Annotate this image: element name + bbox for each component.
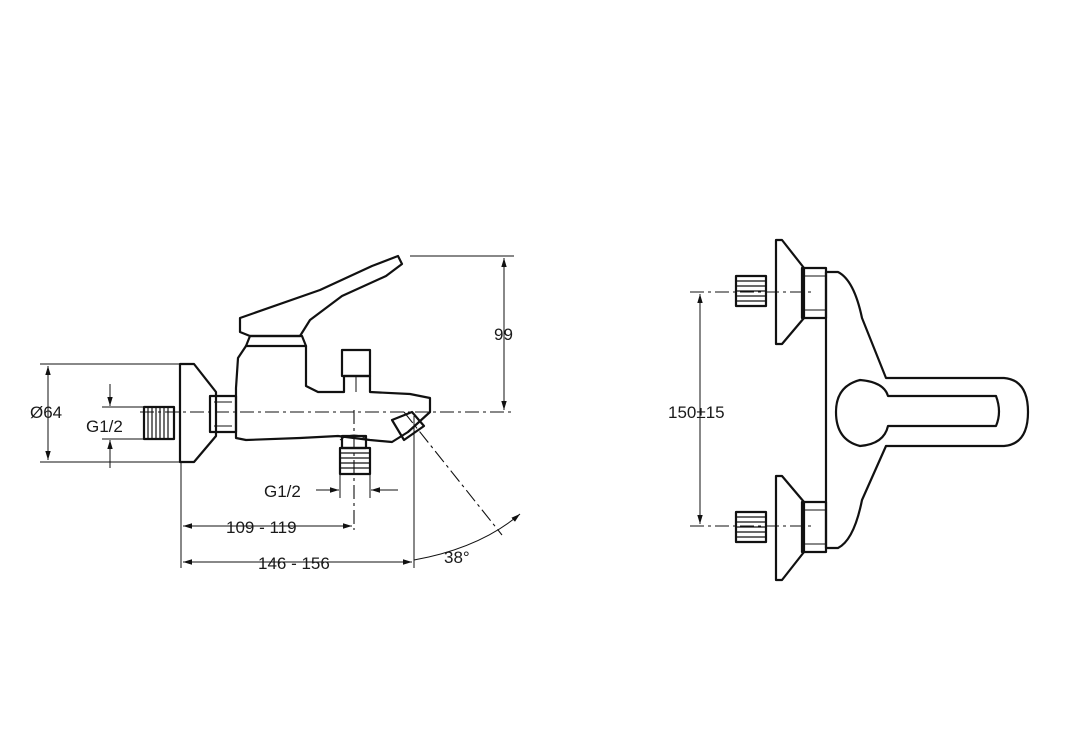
diverter-knob [340,348,372,378]
depth-long-label: 146 - 156 [258,554,330,573]
outlet-thread-label: G1/2 [264,482,301,501]
diameter-dimension-label: Ø64 [30,403,62,422]
side-view: 99 Ø64 G1/2 G1/2 109 - 119 146 - 156 38° [30,254,521,573]
front-view: 150±15 [668,238,1030,582]
inlet-connector [142,405,176,441]
front-lever [834,378,1001,448]
spacing-dimension-label: 150±15 [668,403,725,422]
spout-axis [403,411,503,536]
depth-short-label: 109 - 119 [226,518,297,537]
outlet-connector [338,434,372,476]
upper-inlet-assembly [734,238,828,346]
inlet-thread-label: G1/2 [86,417,123,436]
height-dimension-label: 99 [494,325,513,344]
spout-tip [390,410,426,442]
mixer-body [234,344,432,444]
lever-handle [238,254,404,338]
lower-inlet-assembly [734,474,828,582]
angle-label: 38° [444,548,470,567]
lever-base [244,334,308,348]
front-mixer-body [824,270,1030,550]
body-nut [208,394,238,434]
